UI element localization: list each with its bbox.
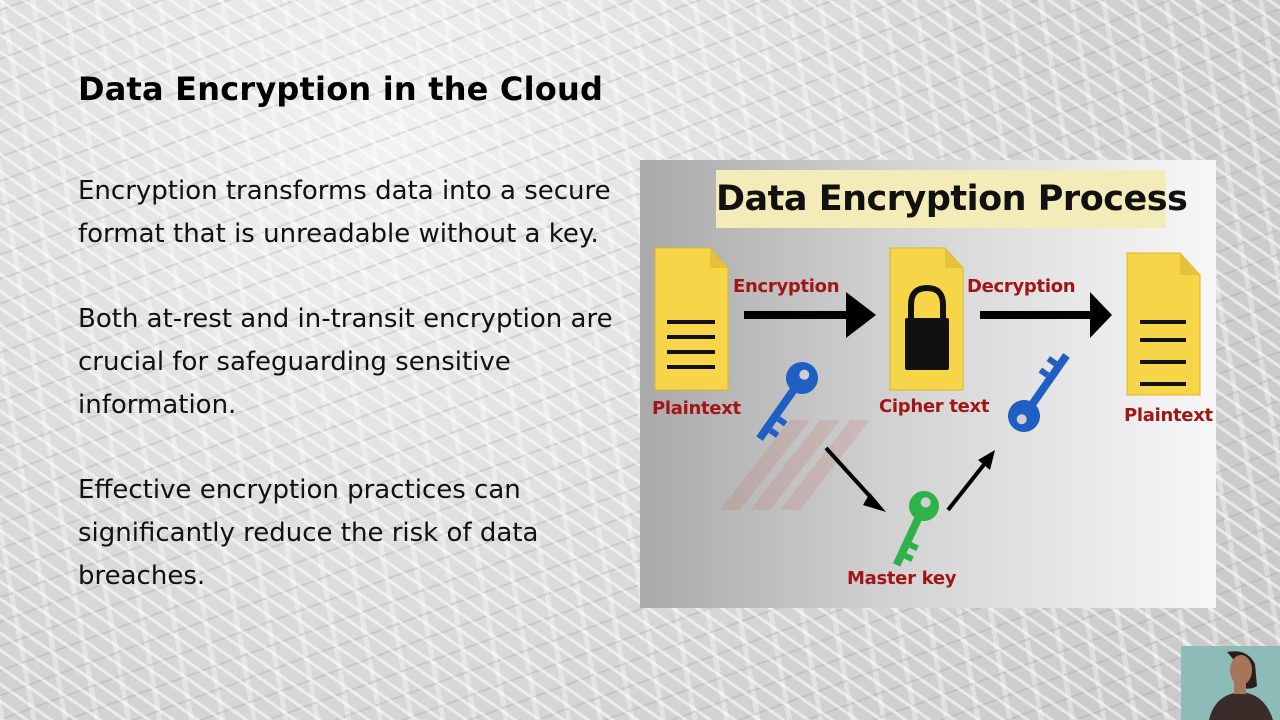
bullet-encryption-transforms: Encryption transforms data into a secure… bbox=[78, 176, 611, 249]
presenter-video-thumbnail bbox=[1181, 646, 1280, 720]
slide-title: Data Encryption in the Cloud bbox=[78, 70, 604, 108]
master-key-out-arrow-icon bbox=[946, 450, 995, 512]
padlock-icon bbox=[905, 284, 949, 370]
plaintext-output-document-icon bbox=[1126, 252, 1201, 396]
label-encryption: Encryption bbox=[733, 276, 840, 297]
bullet-effective-practices: Effective encryption practices can signi… bbox=[78, 475, 539, 591]
decryption-key-icon bbox=[1008, 353, 1070, 432]
diagram-graphics bbox=[654, 247, 1201, 567]
encryption-arrow-icon bbox=[744, 292, 876, 338]
label-decryption: Decryption bbox=[967, 276, 1076, 297]
label-master-key: Master key bbox=[847, 568, 957, 589]
master-key-icon bbox=[892, 491, 939, 567]
person-icon bbox=[1181, 646, 1280, 720]
label-plaintext-output: Plaintext bbox=[1124, 405, 1213, 426]
label-plaintext-input: Plaintext bbox=[652, 398, 741, 419]
diagram-title: Data Encryption Process bbox=[716, 170, 1188, 228]
master-key-in-arrow-icon bbox=[824, 446, 886, 512]
plaintext-document-icon bbox=[654, 247, 729, 391]
label-cipher-text: Cipher text bbox=[879, 396, 990, 417]
encryption-key-icon bbox=[756, 362, 818, 441]
bullet-list: Encryption transforms data into a secure… bbox=[78, 170, 638, 640]
encryption-process-diagram: Data Encryption Process Encryption Decry… bbox=[640, 160, 1216, 608]
watermark-logo bbox=[720, 420, 870, 510]
bullet-at-rest-in-transit: Both at-rest and in-transit encryption a… bbox=[78, 304, 613, 420]
decryption-arrow-icon bbox=[980, 292, 1112, 338]
